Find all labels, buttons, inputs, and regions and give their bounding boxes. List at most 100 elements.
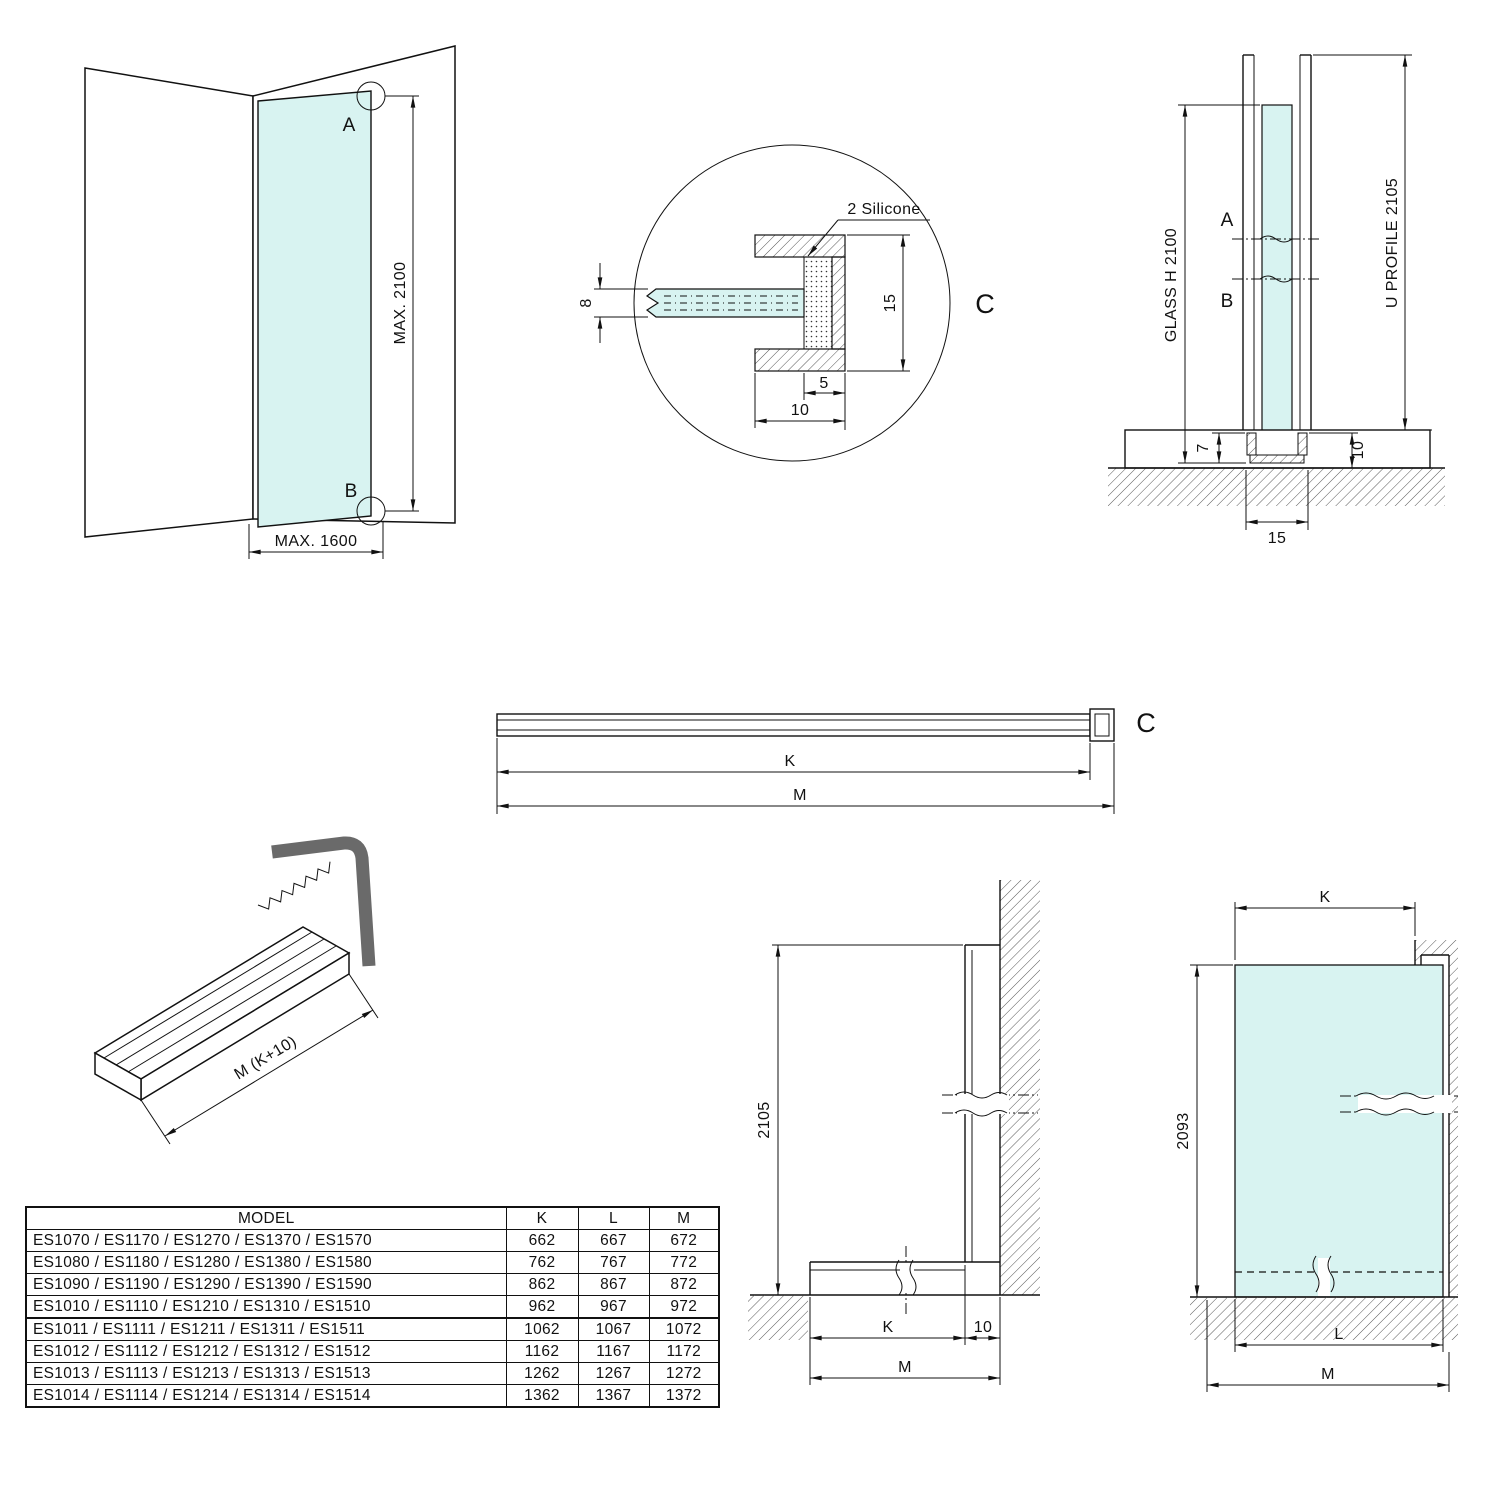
- wall-elevation-view: 2105 K 10 M: [748, 880, 1040, 1385]
- cell-model: ES1080 / ES1180 / ES1280 / ES1380 / ES15…: [25, 1251, 507, 1274]
- glass-elevation-dims: K 2093 L M: [1175, 889, 1450, 1392]
- detail-dims: 8 15 5 10 2 Silicone: [578, 201, 930, 430]
- section-view: A B GLASS H 2100 U PROFILE 2105: [1108, 54, 1445, 547]
- dim-10-offset: 10: [974, 1319, 993, 1336]
- cell-k: 862: [505, 1273, 579, 1296]
- cell-k: 1262: [505, 1362, 579, 1385]
- model-size-table: MODEL K L M ES1070 / ES1170 / ES1270 / E…: [25, 1206, 720, 1408]
- cell-l: 1367: [577, 1384, 650, 1408]
- cell-m: 672: [648, 1229, 720, 1252]
- detail-view-c: 8 15 5 10 2 Silicone C: [578, 144, 995, 462]
- cell-l: 867: [577, 1273, 650, 1296]
- profile-bar: [496, 713, 1091, 737]
- callout-c-end: C: [1136, 708, 1156, 738]
- glass-height-2093: 2093: [1175, 1112, 1192, 1149]
- max-height-dim: MAX. 2100: [392, 262, 409, 345]
- base-height-dim: 7: [1195, 443, 1212, 452]
- base-depth-dim: 10: [1350, 441, 1367, 460]
- profile-depth-dim: 10: [791, 402, 810, 419]
- iso-profile-view: M (K+10): [93, 836, 379, 1145]
- u-profile-section: [754, 234, 846, 372]
- glass-panel: [257, 90, 372, 528]
- wall-elevation-breaks: [895, 1091, 1038, 1314]
- cell-model: ES1012 / ES1112 / ES1212 / ES1312 / ES15…: [25, 1340, 507, 1363]
- dim-m: M: [793, 787, 807, 804]
- header-m: M: [648, 1206, 720, 1230]
- glass-elevation-view: K 2093 L M: [1175, 889, 1458, 1392]
- label-b: B: [345, 481, 358, 502]
- callout-c: C: [975, 289, 995, 319]
- floor-hatch-patch: [748, 1295, 808, 1340]
- profile-length-label: U PROFILE 2105: [1384, 178, 1401, 308]
- profile-length-view: C K M: [496, 708, 1156, 814]
- table-row: ES1012 / ES1112 / ES1212 / ES1312 / ES15…: [25, 1340, 720, 1363]
- glass-inset-dim: 5: [819, 375, 828, 392]
- silicone-label: 2 Silicone: [847, 201, 920, 218]
- table-row: ES1014 / ES1114 / ES1214 / ES1314 / ES15…: [25, 1384, 720, 1408]
- floor-hatch-full: [1190, 1297, 1458, 1340]
- max-width-dim: MAX. 1600: [275, 533, 358, 550]
- model-table: MODEL K L M ES1070 / ES1170 / ES1270 / E…: [25, 1206, 720, 1408]
- wall-elevation-dims: 2105 K 10 M: [756, 944, 1001, 1385]
- cell-l: 967: [577, 1295, 650, 1319]
- cell-l: 767: [577, 1251, 650, 1274]
- table-row: ES1090 / ES1190 / ES1290 / ES1390 / ES15…: [25, 1273, 720, 1296]
- section-label-b: B: [1221, 291, 1234, 312]
- wall-hatch: [1000, 880, 1040, 1295]
- floor-hatch: [1108, 468, 1445, 506]
- cell-model: ES1070 / ES1170 / ES1270 / ES1370 / ES15…: [25, 1229, 507, 1252]
- cell-l: 1267: [577, 1362, 650, 1385]
- cell-model: ES1010 / ES1110 / ES1210 / ES1310 / ES15…: [25, 1295, 507, 1319]
- cell-model: ES1090 / ES1190 / ES1290 / ES1390 / ES15…: [25, 1273, 507, 1296]
- cell-m: 1072: [648, 1317, 720, 1341]
- serrated-gasket: [257, 861, 331, 910]
- cell-m: 872: [648, 1273, 720, 1296]
- table-header-row: MODEL K L M: [25, 1206, 720, 1230]
- cell-m: 972: [648, 1295, 720, 1319]
- cell-k: 662: [505, 1229, 579, 1252]
- cell-m: 772: [648, 1251, 720, 1274]
- cell-l: 1167: [577, 1340, 650, 1363]
- u-profile-iso: [93, 926, 351, 1102]
- cell-model: ES1014 / ES1114 / ES1214 / ES1314 / ES15…: [25, 1384, 507, 1408]
- section-breaks: [1232, 235, 1322, 283]
- glass-panel-elevation: [1234, 964, 1444, 1298]
- cell-l: 667: [577, 1229, 650, 1252]
- cell-k: 762: [505, 1251, 579, 1274]
- glass-elevation-breaks: [1312, 1092, 1458, 1296]
- dim-m-glass: M: [1321, 1366, 1335, 1383]
- section-dims: GLASS H 2100 U PROFILE 2105 7 10 15: [1163, 54, 1432, 547]
- glass-thickness-dim: 8: [578, 298, 595, 307]
- glass-in-profile: [1261, 104, 1293, 464]
- left-wall: [84, 67, 254, 538]
- dim-k-glass: K: [1319, 889, 1330, 906]
- u-profile-channel: [1242, 54, 1312, 430]
- cell-m: 1172: [648, 1340, 720, 1363]
- table-row: ES1070 / ES1170 / ES1270 / ES1370 / ES15…: [25, 1229, 720, 1252]
- floor-base: [1108, 429, 1445, 506]
- corner-view-dims: MAX. 2100 MAX. 1600: [248, 95, 419, 559]
- detail-bubble: [633, 144, 951, 462]
- label-a: A: [343, 115, 356, 136]
- dim-l-glass: L: [1334, 1326, 1343, 1343]
- glass-height-label: GLASS H 2100: [1163, 228, 1180, 342]
- dim-m-floor: M: [898, 1359, 912, 1376]
- length-dims: K M: [496, 738, 1115, 814]
- table-row: ES1011 / ES1111 / ES1211 / ES1311 / ES15…: [25, 1317, 720, 1341]
- silicone-fill: [803, 256, 833, 350]
- iso-length-dim: M (K+10): [232, 1033, 300, 1083]
- cell-k: 1162: [505, 1340, 579, 1363]
- profile-height-2105: 2105: [756, 1101, 773, 1138]
- cell-model: ES1011 / ES1111 / ES1211 / ES1311 / ES15…: [25, 1317, 507, 1341]
- header-model: MODEL: [25, 1206, 507, 1230]
- corner-angle-piece: [271, 836, 376, 967]
- cell-k: 962: [505, 1295, 579, 1319]
- cell-model: ES1013 / ES1113 / ES1213 / ES1313 / ES15…: [25, 1362, 507, 1385]
- floor-profile: [809, 1261, 1000, 1295]
- section-label-a: A: [1221, 210, 1234, 231]
- table-row: ES1010 / ES1110 / ES1210 / ES1310 / ES15…: [25, 1295, 720, 1319]
- cell-k: 1362: [505, 1384, 579, 1408]
- profile-height-dim: 15: [882, 294, 899, 313]
